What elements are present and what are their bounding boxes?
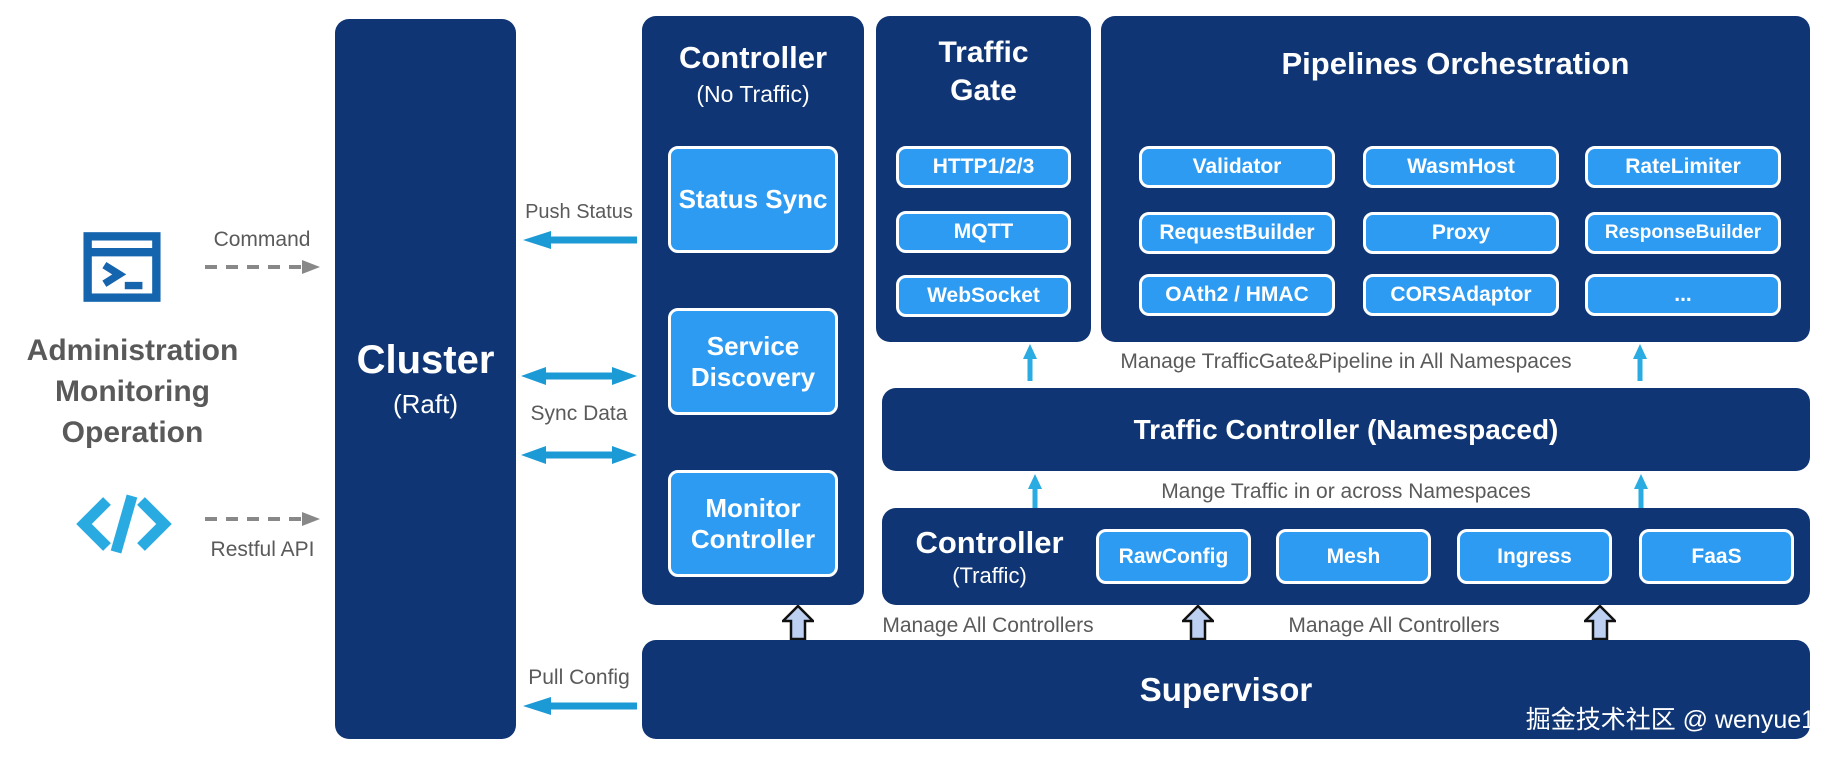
controller-no-traffic-title: Controller [678, 40, 828, 75]
module-mesh-label: Mesh [1326, 544, 1381, 568]
module-rawconfig-label: RawConfig [1118, 544, 1229, 568]
filter-wasmhost: WasmHost [1363, 146, 1559, 188]
filter-corsadaptor-label: CORSAdaptor [1390, 283, 1532, 306]
module-mesh: Mesh [1276, 529, 1431, 584]
cluster-subtitle: (Raft) [393, 389, 458, 419]
supervisor-title: Supervisor [1139, 670, 1313, 708]
module-monitor-controller-label: Monitor Controller [690, 492, 816, 554]
code-tags-icon [76, 492, 172, 556]
sync-arrow-bottom-icon [521, 446, 637, 464]
filter-validator: Validator [1139, 146, 1335, 188]
protocol-mqtt: MQTT [896, 211, 1071, 253]
filter-wasmhost-label: WasmHost [1407, 155, 1515, 178]
controller-traffic-title: Controller [915, 524, 1064, 560]
module-rawconfig: RawConfig [1096, 529, 1251, 584]
module-ingress-label: Ingress [1497, 544, 1572, 568]
filter-proxy-label: Proxy [1431, 221, 1491, 244]
mange-traffic-label: Mange Traffic in or across Namespaces [1161, 480, 1531, 503]
filter-more-label: ... [1674, 283, 1692, 306]
filter-proxy: Proxy [1363, 212, 1559, 254]
protocol-websocket-label: WebSocket [927, 284, 1040, 307]
manage-all-left-label: Manage All Controllers [882, 614, 1094, 637]
protocol-http: HTTP1/2/3 [896, 146, 1071, 188]
filter-ratelimiter-label: RateLimiter [1625, 155, 1741, 178]
filter-corsadaptor: CORSAdaptor [1363, 274, 1559, 316]
terminal-window-icon [83, 231, 161, 303]
up-arrow-tc-left-icon [1027, 474, 1043, 511]
pipelines-title: Pipelines Orchestration [1281, 46, 1630, 81]
command-dashed-arrow-icon [205, 260, 320, 274]
admin-title-line-3: Operation [61, 416, 204, 449]
protocol-http-label: HTTP1/2/3 [932, 155, 1035, 178]
module-service-discovery: Service Discovery [668, 308, 838, 415]
module-service-discovery-label: Service Discovery [690, 330, 816, 392]
traffic-gate-title: Traffic Gate [938, 36, 1029, 107]
filter-ratelimiter: RateLimiter [1585, 146, 1781, 188]
watermark: 掘金技术社区 @ wenyue112 [1525, 706, 1837, 734]
module-status-sync: Status Sync [668, 146, 838, 253]
pull-config-label: Pull Config [528, 666, 630, 689]
module-ingress: Ingress [1457, 529, 1612, 584]
pipelines-box: Pipelines Orchestration Validator WasmHo… [1101, 16, 1810, 342]
protocol-mqtt-label: MQTT [953, 220, 1014, 243]
up-arrow-gate-icon [1022, 344, 1038, 381]
filter-responsebuilder-label: ResponseBuilder [1604, 222, 1762, 243]
protocol-websocket: WebSocket [896, 275, 1071, 317]
cluster-box: Cluster (Raft) [335, 19, 516, 739]
push-status-label: Push Status [525, 201, 633, 223]
cluster-title: Cluster [356, 338, 495, 382]
traffic-gate-box: Traffic Gate HTTP1/2/3 MQTT WebSocket [876, 16, 1091, 342]
filter-responsebuilder: ResponseBuilder [1585, 212, 1781, 254]
admin-title: Administration Monitoring Operation [5, 330, 260, 453]
controller-no-traffic-box: Controller (No Traffic) Status Sync Serv… [642, 16, 864, 605]
manage-all-right-label: Manage All Controllers [1288, 614, 1500, 637]
sync-data-label: Sync Data [530, 402, 628, 425]
filter-oauth-hmac: OAth2 / HMAC [1139, 274, 1335, 316]
controller-traffic-heading: Controller (Traffic) [882, 508, 1097, 605]
restful-api-label: Restful API [210, 538, 315, 561]
module-monitor-controller: Monitor Controller [668, 470, 838, 577]
pull-config-arrow-icon [523, 697, 637, 715]
filter-requestbuilder-label: RequestBuilder [1159, 221, 1315, 244]
admin-title-line-1: Administration [26, 334, 239, 367]
supervisor-bar: Supervisor [642, 640, 1810, 739]
module-faas-label: FaaS [1691, 544, 1742, 568]
filter-oauth-hmac-label: OAth2 / HMAC [1165, 283, 1309, 306]
traffic-controller-bar: Traffic Controller (Namespaced) [882, 388, 1810, 471]
module-status-sync-label: Status Sync [678, 184, 828, 214]
block-arrow-mid-icon [1182, 605, 1214, 640]
manage-pipeline-label: Manage TrafficGate&Pipeline in All Names… [1120, 350, 1572, 373]
filter-more: ... [1585, 274, 1781, 316]
up-arrow-tc-right-icon [1633, 474, 1649, 511]
block-arrow-right-icon [1584, 605, 1616, 640]
command-label: Command [213, 228, 311, 251]
up-arrow-pipelines-icon [1632, 344, 1648, 381]
controller-traffic-subtitle: (Traffic) [952, 562, 1027, 588]
traffic-controller-title: Traffic Controller (Namespaced) [1133, 413, 1559, 445]
controller-no-traffic-subtitle: (No Traffic) [696, 81, 810, 107]
block-arrow-left-icon [782, 605, 814, 640]
module-faas: FaaS [1639, 529, 1794, 584]
filter-requestbuilder: RequestBuilder [1139, 212, 1335, 254]
filter-validator-label: Validator [1192, 155, 1282, 178]
sync-arrow-top-icon [521, 367, 637, 385]
controller-traffic-bar: Controller (Traffic) RawConfig Mesh Ingr… [882, 508, 1810, 605]
admin-title-line-2: Monitoring [55, 375, 210, 408]
restful-dashed-arrow-icon [205, 512, 320, 526]
push-status-arrow-icon [523, 231, 637, 249]
